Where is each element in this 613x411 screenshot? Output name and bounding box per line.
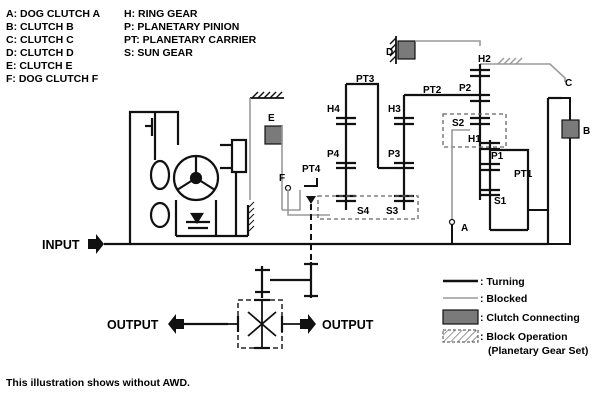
legend-block-label: : Block Operation xyxy=(480,331,568,343)
torque-converter xyxy=(104,110,250,246)
legend-block-sublabel: (Planetary Gear Set) xyxy=(488,345,588,357)
block-operation-box-front xyxy=(442,113,507,148)
label-pt4: PT4 xyxy=(302,164,321,175)
clutch-e-ground xyxy=(250,91,284,99)
abbreviation-legend: A: DOG CLUTCH A B: CLUTCH B C: CLUTCH C … xyxy=(6,8,257,85)
gearset-1 xyxy=(480,140,500,230)
legend-block-swatch xyxy=(442,329,479,343)
abbr-e: E: CLUTCH E xyxy=(6,60,73,72)
abbr-c: C: CLUTCH C xyxy=(6,34,74,46)
main-shaft xyxy=(130,96,562,246)
label-h3: H3 xyxy=(388,104,401,115)
label-p4: P4 xyxy=(327,149,340,160)
carrier-pt3 xyxy=(346,82,380,168)
carrier-pt4 xyxy=(304,178,318,187)
s2-blocked-shaft xyxy=(451,129,470,232)
label-pt2: PT2 xyxy=(423,85,442,96)
label-b: B xyxy=(583,126,590,137)
gearset-2 xyxy=(470,64,490,200)
planetary-rear-gray xyxy=(282,190,301,211)
caption: This illustration shows without AWD. xyxy=(6,377,190,389)
dog-clutch-a xyxy=(448,218,456,226)
carrier-pt1 xyxy=(490,148,530,230)
label-e: E xyxy=(268,113,275,124)
label-h1: H1 xyxy=(468,134,481,145)
clutch-d-drum xyxy=(415,40,481,46)
transfer-arrow xyxy=(306,196,316,204)
legend-clutch-label: : Clutch Connecting xyxy=(480,312,580,324)
output-right-arrow xyxy=(300,314,316,334)
label-d: D xyxy=(386,47,393,58)
abbr-p: P: PLANETARY PINION xyxy=(124,21,239,33)
block-operation-box-rear xyxy=(317,195,419,220)
label-c: C xyxy=(565,78,572,89)
gearset-4 xyxy=(336,84,356,210)
transfer-gear xyxy=(255,262,318,298)
label-h4: H4 xyxy=(327,104,340,115)
clutch-d-plate xyxy=(397,40,416,60)
label-pt3: PT3 xyxy=(356,74,375,85)
label-f: F xyxy=(279,173,285,184)
label-p2: P2 xyxy=(459,83,472,94)
legend-blocked-label: : Blocked xyxy=(480,293,527,305)
clutch-b-plate xyxy=(561,119,580,139)
clutch-b-drum xyxy=(562,97,571,120)
label-s2: S2 xyxy=(452,118,465,129)
clutch-e-plate xyxy=(264,125,283,145)
abbr-pt: PT: PLANETARY CARRIER xyxy=(124,34,257,46)
abbr-s: S: SUN GEAR xyxy=(124,47,193,59)
stator-ground-hatch xyxy=(248,201,255,232)
abbr-d: D: CLUTCH D xyxy=(6,47,74,59)
clutch-d-ground xyxy=(389,36,397,64)
abbr-a: A: DOG CLUTCH A xyxy=(6,8,101,20)
abbr-h: H: RING GEAR xyxy=(124,8,198,20)
legend-clutch-swatch xyxy=(442,309,479,325)
label-a: A xyxy=(461,223,468,234)
abbr-f: F: DOG CLUTCH F xyxy=(6,73,99,85)
label-p1: P1 xyxy=(491,151,504,162)
legend-turning-label: : Turning xyxy=(480,276,525,288)
label-pt1: PT1 xyxy=(514,169,533,180)
line-legend: : Turning : Blocked : Clutch Connecting … xyxy=(442,276,588,357)
output-left-arrow xyxy=(168,314,184,334)
dog-clutch-f xyxy=(284,184,292,192)
differential xyxy=(228,298,300,350)
label-s1: S1 xyxy=(494,196,507,207)
dog-clutch-f-link xyxy=(287,190,330,216)
label-h2: H2 xyxy=(478,54,491,65)
input-arrow xyxy=(88,234,104,254)
abbr-b: B: CLUTCH B xyxy=(6,21,74,33)
output-right-label: OUTPUT xyxy=(322,318,374,332)
label-p3: P3 xyxy=(388,149,401,160)
output-left-label: OUTPUT xyxy=(107,318,159,332)
label-s3: S3 xyxy=(386,206,399,217)
input-label: INPUT xyxy=(42,238,80,252)
clutch-b-link xyxy=(548,138,571,245)
label-s4: S4 xyxy=(357,206,370,217)
clutch-c-ground xyxy=(480,57,566,82)
